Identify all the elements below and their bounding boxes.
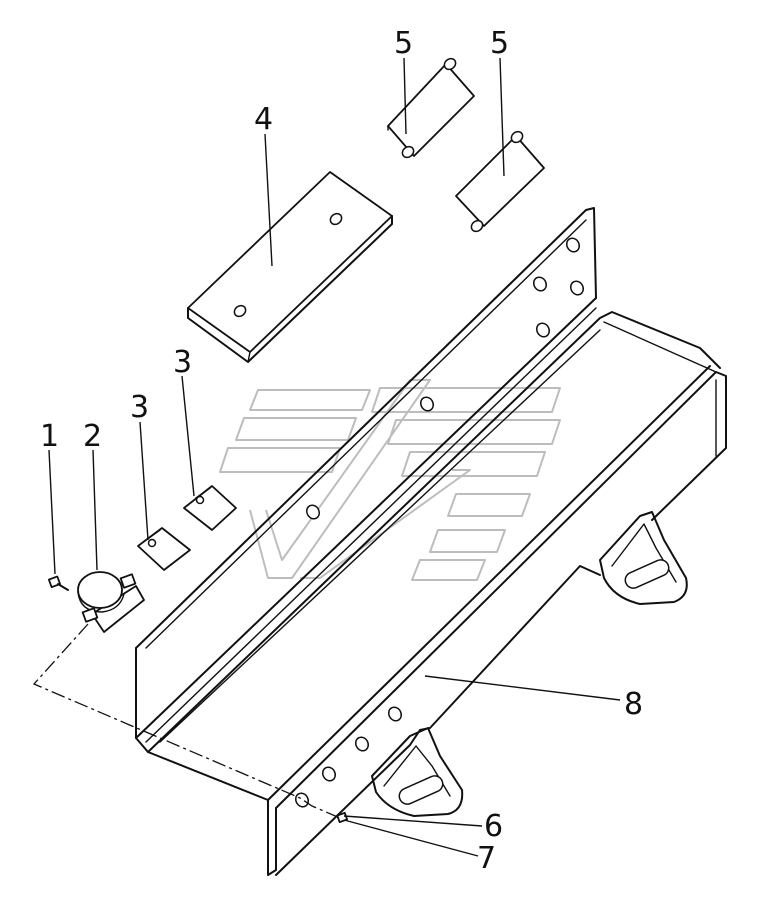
assembly-centerline <box>32 623 341 819</box>
callout-8: 8 <box>624 687 643 722</box>
sensor-part-2 <box>77 571 145 633</box>
callout-labels: 1 2 3 3 4 5 5 6 7 8 <box>40 26 643 876</box>
callout-6: 6 <box>484 809 503 844</box>
callout-5-right: 5 <box>490 26 509 61</box>
callout-7: 7 <box>477 841 496 876</box>
callout-1: 1 <box>40 419 59 454</box>
channel-bracket-part-8 <box>135 207 727 876</box>
plate-part-4 <box>187 171 393 363</box>
bolt-part-1 <box>47 575 69 591</box>
callout-4: 4 <box>254 102 273 137</box>
callout-5-left: 5 <box>394 26 413 61</box>
plate-part-5-right <box>455 130 545 233</box>
clip-part-3-lower <box>137 527 191 571</box>
clip-part-3-upper <box>183 485 237 531</box>
callout-2: 2 <box>83 419 102 454</box>
plate-part-5-left <box>387 57 475 159</box>
callout-3-lower: 3 <box>130 390 149 425</box>
leader-lines <box>48 57 621 857</box>
callout-3-upper: 3 <box>173 345 192 380</box>
watermark-logo <box>219 379 561 581</box>
